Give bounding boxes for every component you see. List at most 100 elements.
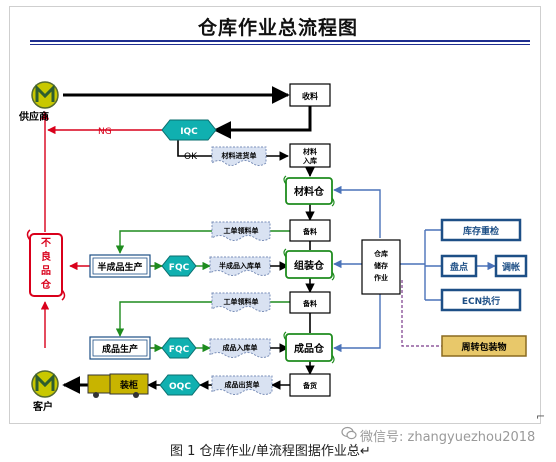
black-flows xyxy=(62,86,315,394)
receive-label: 收料 xyxy=(302,91,318,101)
iqc-hexagon xyxy=(161,119,217,141)
edge-receive-iqc xyxy=(213,106,312,139)
semi-production-label: 半成品生产 xyxy=(97,261,142,273)
center-text-line: 作业 xyxy=(374,273,388,282)
oqc-node: OQC xyxy=(159,374,201,396)
assembly-warehouse-curl xyxy=(283,248,335,281)
fqc2-label: FQC xyxy=(169,345,190,355)
doc-finished-in: 成品入库单 xyxy=(209,338,271,358)
oqc-label: OQC xyxy=(169,382,191,392)
doc-semi-in-shape xyxy=(209,256,271,276)
fqc1-node: FQC xyxy=(161,255,197,277)
doc-material-receipt-shape xyxy=(211,146,267,166)
turnover-label: 周转包装物 xyxy=(461,341,506,353)
edge-center-turnover xyxy=(401,280,442,347)
fqc1-label: FQC xyxy=(169,263,190,273)
doc-work-req1-label: 工单领料单 xyxy=(224,226,259,235)
adjust-box xyxy=(494,254,528,278)
ng-label: NG xyxy=(98,127,112,137)
figure-caption: 图 1 仓库作业/单流程图据作业总↵ xyxy=(170,444,371,459)
red-flows xyxy=(40,111,164,349)
ship-prep-label: 备货 xyxy=(302,381,317,390)
edge-iqc-ok xyxy=(177,140,212,157)
customer-node: 客户 xyxy=(31,370,59,413)
prep1-box xyxy=(289,219,331,242)
prep1-label: 备料 xyxy=(302,227,317,236)
stocktake-label: 盘点 xyxy=(450,261,468,273)
finished-production-box xyxy=(89,336,151,360)
fqc2-node: FQC xyxy=(161,337,197,359)
doc-work-req1-shape xyxy=(211,221,271,241)
wechat-icon xyxy=(341,426,357,440)
iqc-label: IQC xyxy=(180,127,198,137)
watermark-text: 微信号: zhangyuezhou2018 xyxy=(360,430,536,445)
truck-icon xyxy=(87,374,111,394)
finished-warehouse-curl xyxy=(283,331,335,364)
truck-wheel-2 xyxy=(133,392,139,398)
title-rule-thin xyxy=(30,44,530,45)
ok-label: OK xyxy=(184,152,198,162)
ecn-box xyxy=(440,288,522,312)
truck-wheel-1 xyxy=(93,392,99,398)
material-in-label: 材料入库 xyxy=(302,147,317,165)
edit-cursor-mark: ⌐ xyxy=(536,410,546,423)
assembly-warehouse-node: 组装仓 xyxy=(283,248,335,281)
supplier-label: 供应商 xyxy=(18,110,49,123)
iqc-node: IQC xyxy=(161,119,217,141)
material-warehouse-box xyxy=(285,177,333,205)
supplier-node: 供应商 xyxy=(18,81,59,123)
adjust-label: 调帐 xyxy=(502,261,520,273)
ship-prep-node: 备货 xyxy=(289,373,331,397)
inventory-check-label: 库存重检 xyxy=(463,225,499,237)
defective-warehouse-curl xyxy=(26,229,66,301)
material-warehouse-node: 材料仓 xyxy=(283,175,335,207)
turnover-node: 周转包装物 xyxy=(441,335,527,357)
receive-node: 收料 xyxy=(289,83,331,107)
doc-semi-in-label: 半成品入库单 xyxy=(219,261,261,270)
doc-material-receipt: 材料进货单 xyxy=(211,146,267,166)
finished-warehouse-box xyxy=(285,333,333,362)
customer-label: 客户 xyxy=(32,400,53,413)
center-storage-label: 仓库储存作业 xyxy=(373,249,388,282)
semi-production-inner xyxy=(92,257,148,275)
customer-m-glyph xyxy=(35,373,55,391)
green-flows xyxy=(115,230,290,353)
finished-production-label: 成品生产 xyxy=(102,343,138,355)
receive-box xyxy=(289,83,331,107)
fqc2-hexagon xyxy=(161,337,197,359)
assembly-warehouse-box xyxy=(285,250,333,279)
defective-text-line: 仓 xyxy=(40,278,52,291)
center-text-line: 仓库 xyxy=(373,249,388,258)
fqc1-hexagon xyxy=(161,255,197,277)
material-in-node: 材料入库 xyxy=(289,143,331,168)
defective-text-line: 品 xyxy=(41,265,51,277)
finished-production-node: 成品生产 xyxy=(89,336,151,360)
stocktake-node: 盘点 xyxy=(440,254,478,278)
edge-workreq1-semiprod xyxy=(115,230,212,254)
ecn-node: ECN执行 xyxy=(440,288,522,312)
material-in-text-line: 材料 xyxy=(302,147,317,156)
defective-warehouse-label: 不良品仓 xyxy=(40,237,52,291)
oqc-hexagon xyxy=(159,374,201,396)
prep2-box xyxy=(289,291,331,314)
defective-warehouse-box xyxy=(29,233,63,297)
turnover-box xyxy=(441,335,527,357)
finished-warehouse-label: 成品仓 xyxy=(294,342,325,355)
edge-center-finishedwh xyxy=(333,294,381,353)
doc-finished-out-shape xyxy=(211,375,273,395)
finished-warehouse-node: 成品仓 xyxy=(283,331,335,364)
material-in-text-line: 入库 xyxy=(302,156,317,165)
truck-label: 装柜 xyxy=(119,379,138,391)
ecn-label: ECN执行 xyxy=(462,295,500,307)
semi-production-node: 半成品生产 xyxy=(89,254,151,278)
defective-text-line: 良 xyxy=(41,250,51,263)
doc-work-req2: 工单领料单 xyxy=(211,292,271,312)
doc-finished-in-shape xyxy=(209,338,271,358)
doc-finished-in-label: 成品入库单 xyxy=(223,343,258,352)
supplier-m-glyph xyxy=(35,84,55,102)
blue-flows xyxy=(333,185,496,353)
edge-workreq2-finishedprod xyxy=(115,301,212,337)
prep1-node: 备料 xyxy=(289,219,331,242)
prep2-label: 备料 xyxy=(302,299,317,308)
doc-work-req2-label: 工单领料单 xyxy=(224,297,259,306)
